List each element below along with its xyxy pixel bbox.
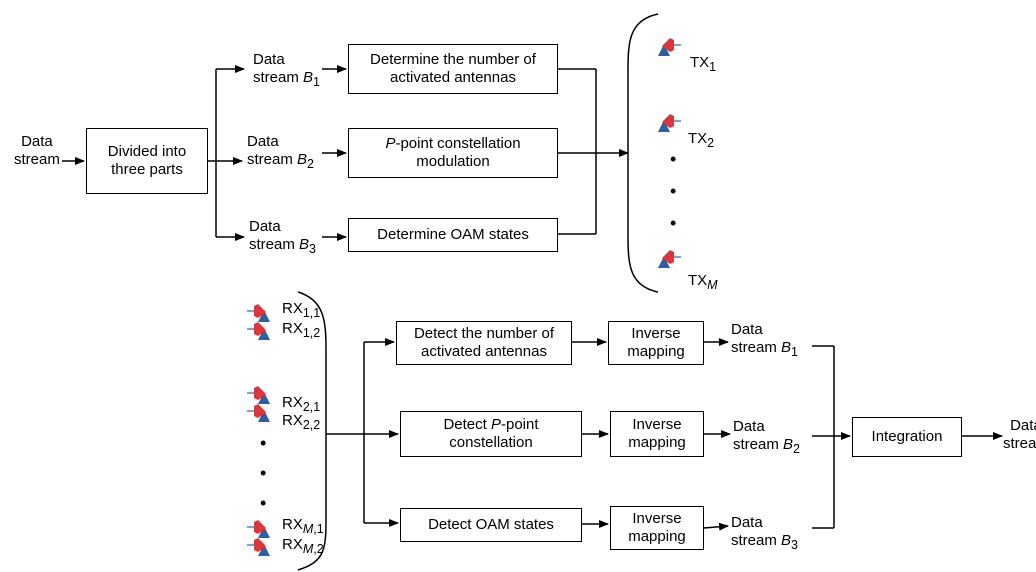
tx-2-label: TX2 xyxy=(688,130,715,150)
ellipsis-dot: • xyxy=(670,213,677,233)
rx-stream-b3-label: Data stream B3 xyxy=(731,514,798,552)
tx-stream-b1-label: Data stream B1 xyxy=(253,51,320,89)
horn-antenna-icon xyxy=(247,404,270,422)
horn-antenna-icon xyxy=(658,114,681,132)
output-data-stream-label: Data stream xyxy=(1003,417,1036,452)
horn-antenna-icon xyxy=(658,38,681,56)
detect-oam-states-block: Detect OAM states xyxy=(400,508,582,542)
horn-antenna-icon xyxy=(247,520,270,538)
ellipsis-dot: • xyxy=(670,181,677,201)
rx-1-2-label: RX1,2 xyxy=(282,320,321,340)
ellipsis-dot: • xyxy=(670,149,677,169)
rx-1-1-label: RX1,1 xyxy=(282,300,321,320)
rx-bracket xyxy=(297,291,327,571)
rx-m-2-label: RXM,2 xyxy=(282,536,324,556)
ellipsis-dot: • xyxy=(260,493,267,513)
rx-2-1-label: RX2,1 xyxy=(282,394,321,414)
integration-block: Integration xyxy=(852,417,962,457)
tx-stream-b2-label: Data stream B2 xyxy=(247,133,314,171)
horn-antenna-icon xyxy=(247,386,270,404)
ellipsis-dot: • xyxy=(260,433,267,453)
horn-antenna-icon xyxy=(658,250,681,268)
tx-m-label: TXM xyxy=(688,272,718,292)
determine-oam-states-block: Determine OAM states xyxy=(348,218,558,252)
rx-stream-b2-label: Data stream B2 xyxy=(733,418,800,456)
rx-m-1-label: RXM,1 xyxy=(282,516,324,536)
tx-1-label: TX1 xyxy=(690,54,717,74)
horn-antenna-icon xyxy=(247,538,270,556)
rx-stream-b1-label: Data stream B1 xyxy=(731,321,798,359)
input-data-stream-label: Data stream xyxy=(14,133,60,168)
tx-stream-b3-label: Data stream B3 xyxy=(249,218,316,256)
rx-2-2-label: RX2,2 xyxy=(282,412,321,432)
horn-antenna-icon xyxy=(247,304,270,322)
ellipsis-dot: • xyxy=(260,463,267,483)
tx-bracket xyxy=(627,13,659,293)
horn-antenna-icon xyxy=(247,322,270,340)
